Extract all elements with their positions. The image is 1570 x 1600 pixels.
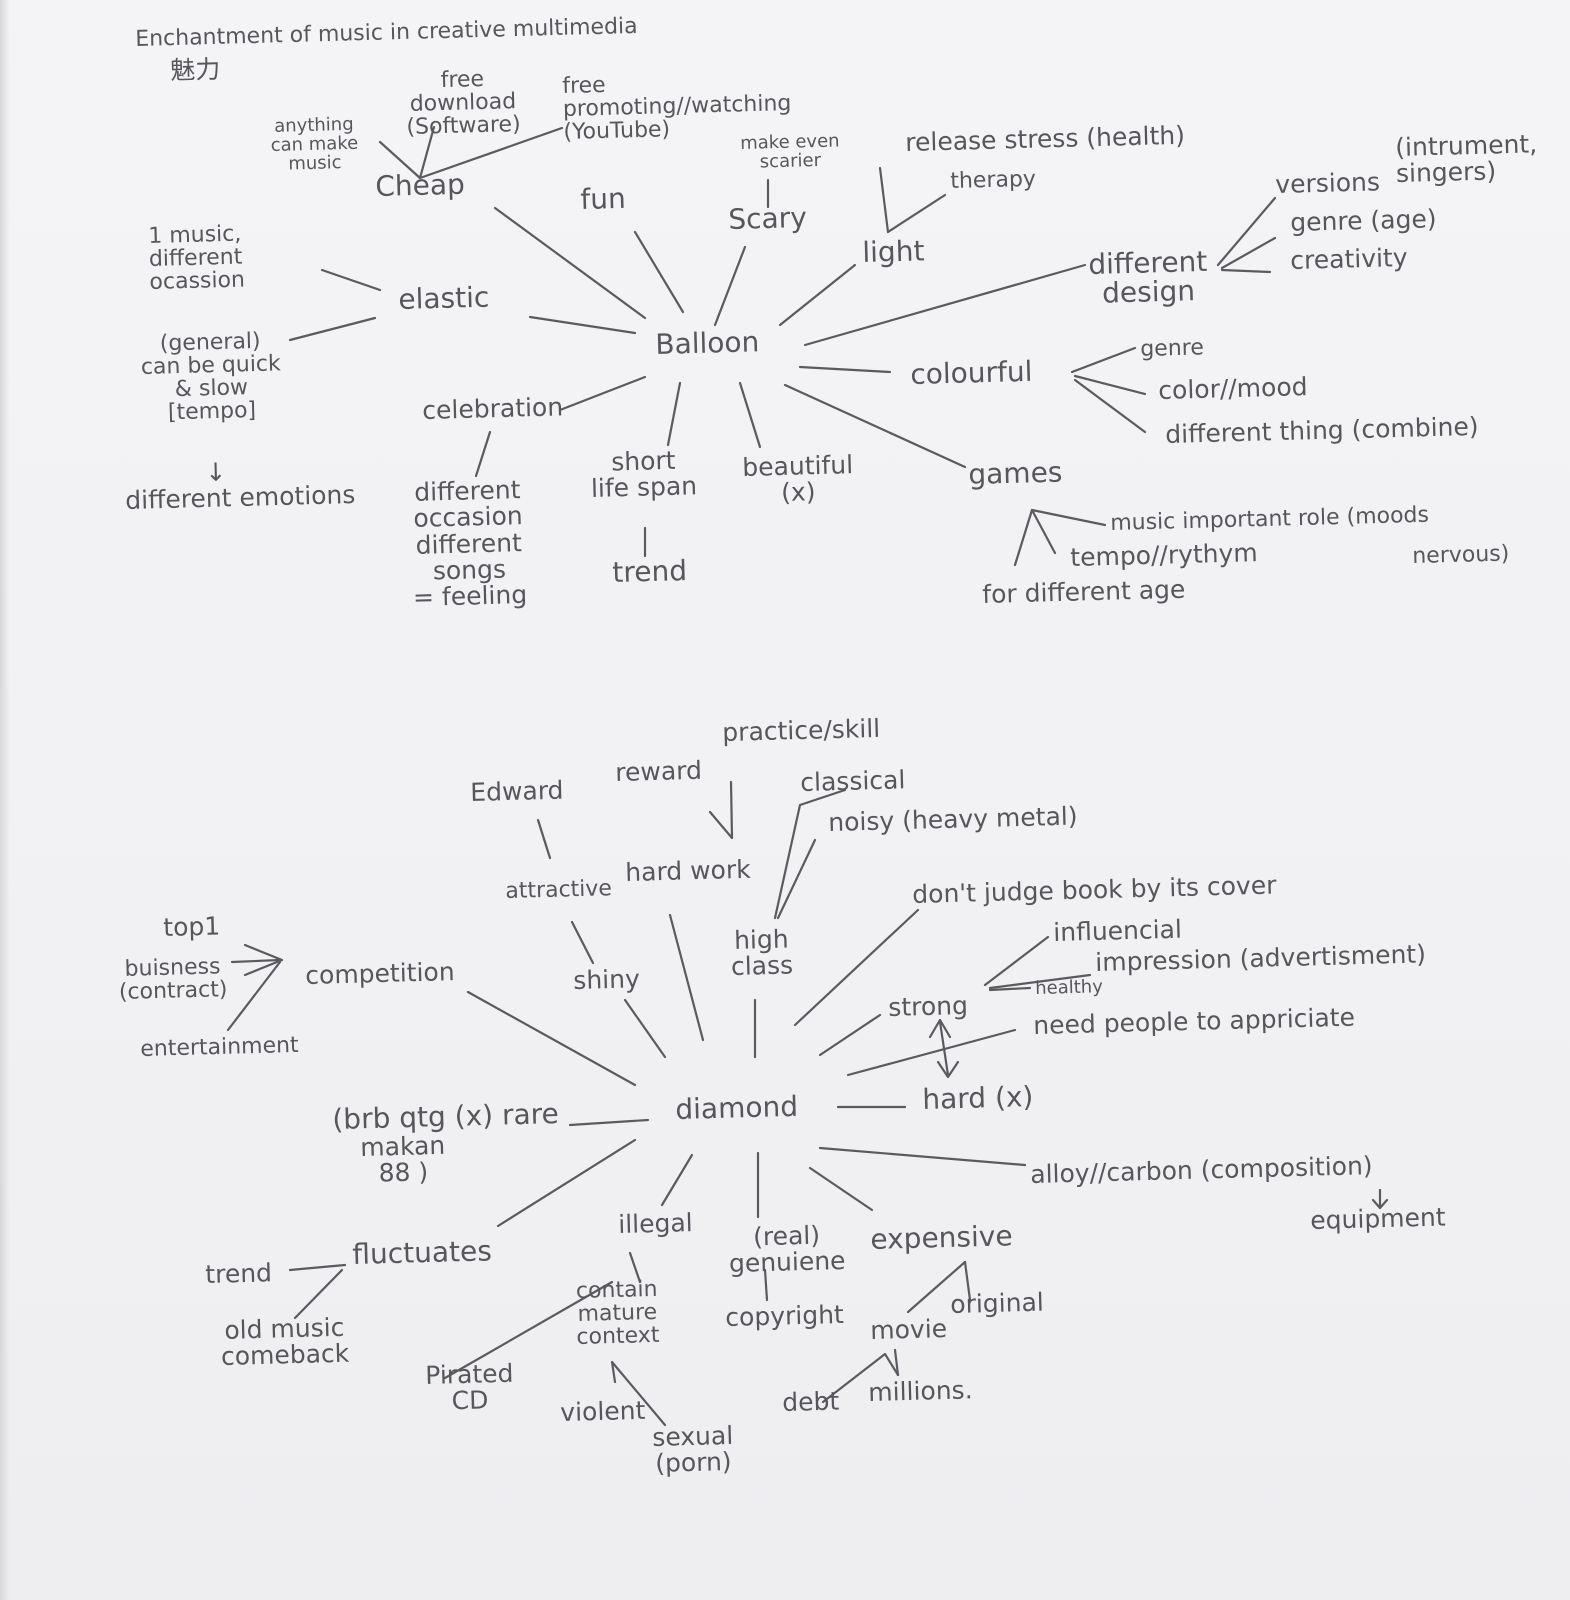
elastic-node: elastic bbox=[397, 280, 490, 316]
down-arrow: ↓ bbox=[204, 457, 227, 487]
movie-note: movie bbox=[869, 1313, 948, 1345]
different-emotions-note: different emotions bbox=[124, 479, 356, 515]
genre-note: genre bbox=[1139, 335, 1205, 362]
versions-note: versions bbox=[1274, 167, 1381, 199]
free-download-note: free download (Software) bbox=[406, 66, 521, 141]
reward-note: reward bbox=[614, 755, 703, 787]
colourful-node: colourful bbox=[909, 354, 1033, 391]
instrument-singers-note: (intrument, singers) bbox=[1394, 129, 1538, 189]
make-even-scarier-note: make even scarier bbox=[739, 130, 840, 173]
rare-node: (brb qtg (x) rare bbox=[331, 1097, 560, 1136]
hard-node: hard (x) bbox=[921, 1080, 1034, 1116]
cheap-node: Cheap bbox=[374, 167, 466, 203]
sexual-note: sexual (porn) bbox=[651, 1420, 734, 1479]
expensive-node: expensive bbox=[869, 1219, 1013, 1256]
high-class-node: high class bbox=[730, 924, 794, 982]
illegal-node: illegal bbox=[617, 1208, 694, 1239]
trend-note-diamond: trend bbox=[204, 1258, 273, 1289]
creativity-note: creativity bbox=[1289, 242, 1408, 275]
shiny-node: shiny bbox=[572, 964, 641, 995]
games-node: games bbox=[967, 455, 1063, 491]
noisy-note: noisy (heavy metal) bbox=[827, 801, 1078, 837]
competition-node: competition bbox=[304, 957, 455, 990]
different-design-node: different design bbox=[1087, 244, 1208, 311]
practice-skill-note: practice/skill bbox=[721, 713, 881, 747]
page-title-chinese: 魅力 bbox=[169, 54, 221, 85]
top1-note: top1 bbox=[162, 911, 221, 942]
genre-age-note: genre (age) bbox=[1289, 204, 1437, 237]
pirated-cd-note: Pirated CD bbox=[424, 1358, 514, 1416]
therapy-note: therapy bbox=[949, 166, 1037, 194]
anything-can-make-music-note: anything can make music bbox=[270, 113, 359, 175]
light-node: light bbox=[861, 234, 925, 269]
balloon-center-node: Balloon bbox=[654, 325, 760, 361]
copyright-note: copyright bbox=[724, 1299, 845, 1332]
strong-node: strong bbox=[887, 990, 969, 1022]
nervous-note: nervous) bbox=[1411, 541, 1510, 569]
one-music-note: 1 music, different ocassion bbox=[147, 221, 246, 296]
short-life-span-node: short life span bbox=[590, 445, 698, 504]
debt-note: debt bbox=[781, 1386, 840, 1417]
millions-note: millions. bbox=[867, 1375, 973, 1407]
buisness-note: buisness (contract) bbox=[118, 954, 228, 1006]
genuine-node: (real) genuiene bbox=[728, 1220, 846, 1279]
makan-note: makan 88 ) bbox=[359, 1130, 446, 1188]
mature-content-note: contain mature context bbox=[575, 1276, 660, 1351]
trend-note-balloon: trend bbox=[611, 554, 688, 589]
celebration-node: celebration bbox=[421, 392, 564, 425]
hard-work-node: hard work bbox=[624, 854, 751, 887]
beautiful-node: beautiful (x) bbox=[741, 450, 854, 508]
classical-note: classical bbox=[799, 765, 906, 797]
diamond-center-node: diamond bbox=[674, 1089, 799, 1126]
edward-note: Edward bbox=[469, 775, 564, 807]
general-tempo-note: (general) can be quick & slow [tempo] bbox=[140, 328, 282, 426]
tempo-rythym-note: tempo//rythym bbox=[1069, 538, 1259, 572]
violent-note: violent bbox=[559, 1395, 646, 1427]
different-occasion-songs-note: different occasion different songs = fee… bbox=[412, 475, 528, 612]
old-music-comeback-note: old music comeback bbox=[220, 1312, 350, 1372]
original-note: original bbox=[949, 1287, 1045, 1319]
entertainment-note: entertainment bbox=[139, 1032, 299, 1062]
scary-node: Scary bbox=[727, 200, 808, 236]
equipment-note: equipment bbox=[1309, 1202, 1446, 1235]
healthy-note: healthy bbox=[1034, 976, 1104, 999]
influencial-note: influencial bbox=[1052, 914, 1183, 947]
fun-node: fun bbox=[579, 181, 627, 216]
for-different-age-note: for different age bbox=[981, 574, 1186, 609]
attractive-note: attractive bbox=[504, 876, 613, 904]
color-mood-note: color//mood bbox=[1157, 372, 1308, 405]
fluctuates-node: fluctuates bbox=[351, 1234, 493, 1271]
